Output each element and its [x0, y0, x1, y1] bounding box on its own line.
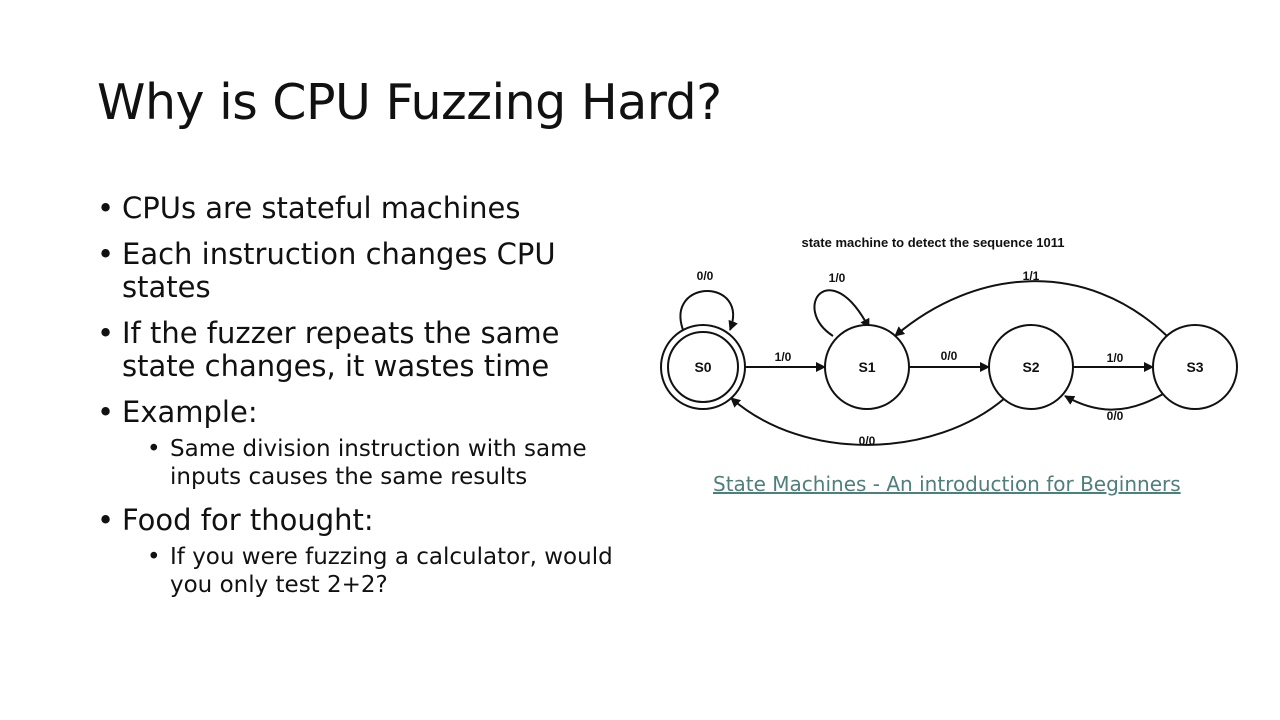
- sub-bullet-item: If you were fuzzing a calculator, would …: [147, 543, 642, 599]
- state-label-s2: S2: [1022, 359, 1039, 375]
- transition-label-s1-s2: 0/0: [941, 349, 958, 363]
- transition-label-s3-s1: 1/1: [1023, 269, 1040, 283]
- state-s2: [988, 324, 1074, 410]
- bullet-text: Each instruction changes CPU states: [122, 237, 556, 304]
- state-label-s0: S0: [694, 359, 711, 375]
- bullet-list: CPUs are stateful machines Each instruct…: [97, 192, 642, 612]
- bullet-item: Food for thought: If you were fuzzing a …: [97, 504, 642, 599]
- slide-title: Why is CPU Fuzzing Hard?: [97, 74, 722, 131]
- transition-label-s3-s2: 0/0: [1107, 409, 1124, 423]
- transition-s3-s2: [1064, 393, 1164, 411]
- transition-label-s1-self: 1/0: [829, 271, 846, 285]
- transition-s2-s0: [730, 397, 1006, 446]
- bullet-text: Food for thought:: [122, 503, 374, 537]
- state-s3: [1152, 324, 1238, 410]
- state-label-s3: S3: [1186, 359, 1203, 375]
- state-label-s1: S1: [858, 359, 875, 375]
- transition-s0-self: [679, 290, 738, 331]
- bullet-item: CPUs are stateful machines: [97, 191, 642, 226]
- bullet-item: Example: Same division instruction with …: [97, 396, 642, 491]
- state-s1: [824, 324, 910, 410]
- bullet-text: Example:: [122, 395, 258, 429]
- reference-link[interactable]: State Machines - An introduction for Beg…: [713, 472, 1181, 496]
- diagram-title: state machine to detect the sequence 101…: [802, 235, 1065, 250]
- sub-bullet-list: Same division instruction with same inpu…: [122, 435, 642, 491]
- transition-label-s2-s0: 0/0: [859, 434, 876, 448]
- transition-label-s0-self: 0/0: [697, 269, 714, 283]
- state-machine-diagram: state machine to detect the sequence 101…: [660, 235, 1238, 448]
- transition-label-s0-s1: 1/0: [775, 350, 792, 364]
- sub-bullet-list: If you were fuzzing a calculator, would …: [122, 543, 642, 599]
- transition-s1-self: [813, 289, 870, 337]
- transition-s3-s1: [894, 280, 1168, 337]
- bullet-item: If the fuzzer repeats the same state cha…: [97, 317, 642, 383]
- bullet-text: If the fuzzer repeats the same state cha…: [122, 316, 560, 383]
- state-s0: [667, 331, 739, 403]
- transition-label-s2-s3: 1/0: [1107, 351, 1124, 365]
- sub-bullet-item: Same division instruction with same inpu…: [147, 435, 642, 491]
- bullet-item: Each instruction changes CPU states: [97, 238, 642, 304]
- bullet-text: CPUs are stateful machines: [122, 191, 521, 225]
